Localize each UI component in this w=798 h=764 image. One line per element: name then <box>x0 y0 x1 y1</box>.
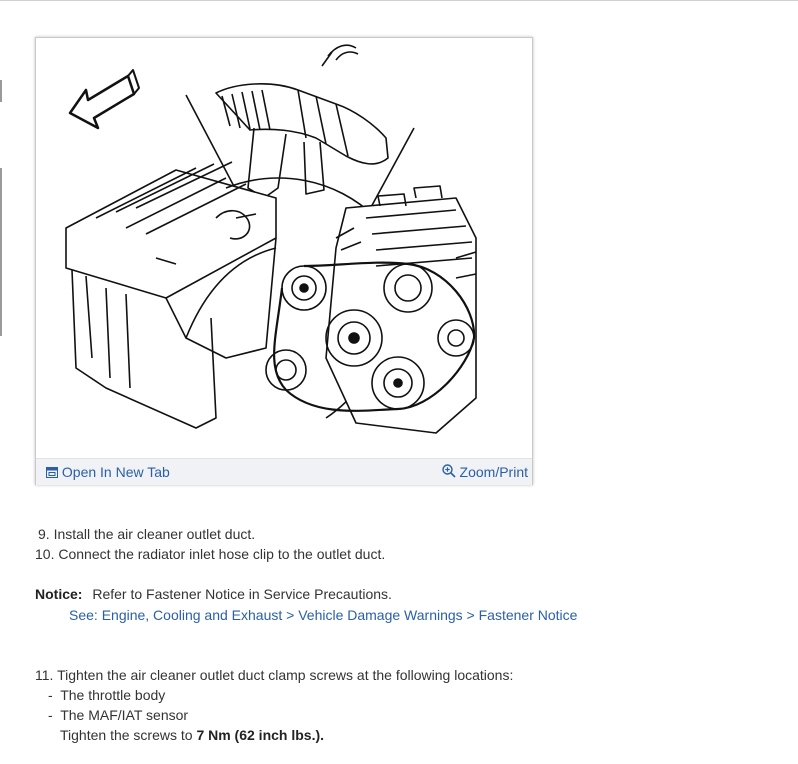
step-text: Connect the radiator inlet hose clip to … <box>58 546 386 562</box>
zoom-magnifier-icon <box>441 464 456 478</box>
fastener-notice-link[interactable]: See: Engine, Cooling and Exhaust > Vehic… <box>69 607 578 623</box>
open-in-new-tab-label: Open In New Tab <box>61 464 170 480</box>
step-item: 9. Install the air cleaner outlet duct. <box>38 524 255 544</box>
top-rule <box>0 0 798 1</box>
step-item: 10. Connect the radiator inlet hose clip… <box>35 544 385 564</box>
torque-suffix: . <box>320 727 325 743</box>
notice-label: Notice: <box>35 586 83 602</box>
list-item-text: The MAF/IAT sensor <box>60 707 189 723</box>
open-tab-icon <box>46 467 58 478</box>
list-item: - The MAF/IAT sensor <box>48 707 189 723</box>
illustration-frame: Open In New Tab Zoom/Print <box>35 37 533 485</box>
notice-block: Notice: Refer to Fastener Notice in Serv… <box>35 584 392 604</box>
torque-prefix: Tighten the screws to <box>60 727 197 743</box>
notice-text: Refer to Fastener Notice in Service Prec… <box>92 586 392 602</box>
figure-toolbar: Open In New Tab Zoom/Print <box>36 458 532 485</box>
engine-illustration <box>65 44 477 434</box>
zoom-print-button[interactable]: Zoom/Print <box>441 459 528 485</box>
step-text: Install the air cleaner outlet duct. <box>53 526 256 542</box>
torque-spec: Tighten the screws to 7 Nm (62 inch lbs.… <box>60 725 324 745</box>
step-text: Tighten the air cleaner outlet duct clam… <box>57 667 514 683</box>
step-number: 11. <box>35 667 54 683</box>
left-edge-mark <box>0 80 2 102</box>
step-number: 9. <box>38 526 50 542</box>
left-edge-mark <box>0 168 2 336</box>
torque-value: 7 Nm (62 inch lbs.) <box>196 727 321 743</box>
zoom-print-label: Zoom/Print <box>459 464 528 480</box>
list-item-text: The throttle body <box>60 687 166 703</box>
step-item: 11. Tighten the air cleaner outlet duct … <box>35 665 513 685</box>
list-item: - The throttle body <box>48 687 166 703</box>
open-in-new-tab-button[interactable]: Open In New Tab <box>46 459 170 485</box>
step-number: 10. <box>35 546 55 562</box>
